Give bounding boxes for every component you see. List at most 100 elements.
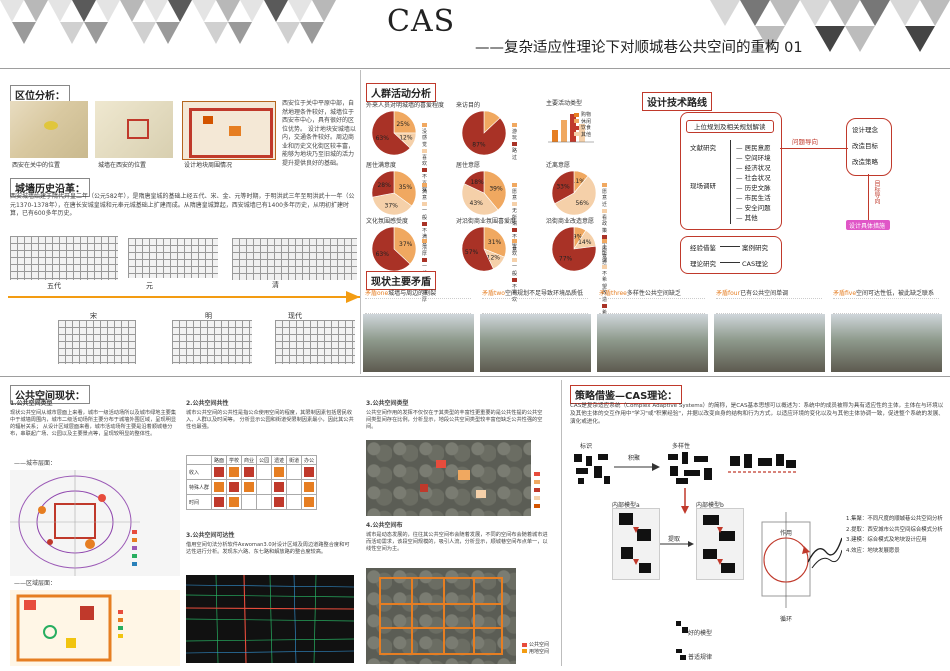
legend-public-space: 公共空间: [529, 642, 550, 648]
table-row-header: 收入: [185, 464, 213, 480]
pie-slice: [551, 170, 575, 205]
map-modern: [275, 320, 355, 364]
table-cell: [226, 494, 243, 510]
site-block: [229, 126, 241, 136]
table-cell-mark: [274, 467, 285, 477]
pie-data-label: 43%: [470, 200, 484, 207]
pie-legend: 喜欢一般不喜欢: [512, 238, 519, 303]
pie-slice: [393, 226, 417, 265]
timeline-arrow-icon: [346, 291, 360, 303]
table-cell: [211, 479, 228, 495]
pie-data-label: 63%: [376, 135, 390, 142]
tech-problem-line: [780, 148, 848, 149]
conflict-strip: 矛盾one城墙与周边的割裂矛盾two空间规划不足导致环境品质低矛盾three多样…: [361, 286, 949, 374]
pie-slice: [483, 226, 507, 258]
publicness-table: 路面学校商业公园遗迹街道办公 收入特殊人群时间: [185, 455, 318, 510]
table-cell: [271, 479, 288, 495]
conflict-heading: 矛盾two空间规划不足导致环境品质低: [482, 288, 583, 297]
pie-data-label: 35%: [399, 184, 413, 191]
pie-legend-entry: 浓厚: [422, 244, 428, 258]
table-cell: [286, 494, 303, 510]
table-cell: [256, 464, 273, 480]
conflict-photo: [363, 314, 474, 372]
conflict-text: 空间可达性低，被此缺乏联系: [856, 290, 935, 297]
citywall-highlight: [127, 119, 149, 139]
pie-legend-entry: 看政策: [602, 214, 608, 234]
map-yuan: [128, 238, 218, 278]
pie-legend-entry: 没感觉: [422, 128, 428, 148]
table-column-header: 路面: [211, 455, 228, 465]
pie-data-label: 31%: [488, 239, 502, 246]
tech-factor-item: — 空间环境: [736, 154, 771, 162]
cas-label-good-model: 好的模型: [688, 630, 713, 637]
bar-other: [579, 124, 585, 142]
tech-goal-label: 目标导向: [873, 180, 880, 204]
activity-section-title: 人群活动分析: [366, 83, 436, 102]
table-cell: [241, 464, 258, 480]
tech-factor-item: — 社会状况: [736, 174, 771, 182]
tech-survey: 现场调研: [690, 182, 716, 190]
space-block: [420, 484, 428, 492]
table-cell: [301, 479, 318, 495]
pie-data-label: 33%: [556, 184, 570, 191]
bar-leisure: [561, 120, 567, 142]
conflict-tag: 矛盾five: [833, 290, 857, 297]
cas-model-b: [696, 508, 744, 580]
cas-label-cycle: 循环: [780, 616, 793, 623]
conflict-description-lines: [833, 298, 939, 314]
dynasty-wudai: 五代: [47, 282, 61, 290]
pie-legend: 满意一般不满意: [422, 182, 429, 247]
citywall-location-map: [95, 101, 173, 158]
distribution-legend: 公共空间 用地空间: [522, 642, 549, 655]
cas-model-a: [612, 508, 660, 580]
cas-diversity-shapes: [668, 452, 712, 484]
map-qing: [232, 238, 357, 280]
pie-title: 文化氛围感受度: [366, 218, 409, 225]
bar-shopping: [552, 130, 558, 142]
pie-legend: 愿意迁看政策不愿意迁: [602, 182, 609, 267]
table-cell: [271, 464, 288, 480]
space-type-satellite: [366, 440, 531, 516]
pie-slice: [372, 192, 413, 216]
table-row-header: 时间: [185, 494, 213, 510]
dynasty-modern: 现代: [288, 312, 302, 320]
bar-dining: [570, 114, 576, 142]
conflict-description-lines: [365, 298, 471, 314]
strategy-note: 4.效应：地块发展愿景: [846, 547, 900, 554]
tech-factor-item: — 居民意愿: [736, 144, 771, 152]
dynasty-song: 宋: [90, 312, 97, 320]
space-block: [436, 460, 446, 468]
table-column-header: 街道: [286, 455, 303, 465]
dynasty-ming: 明: [205, 312, 212, 320]
conflict-text: 多样性公共空间缺乏: [626, 290, 681, 297]
cas-model-b-shapes: [703, 515, 735, 573]
cas-pattern-shapes: [728, 454, 798, 473]
cas-diversity-pattern: [664, 450, 716, 486]
conflict-tag: 矛盾three: [599, 290, 627, 297]
conflict-photo: [480, 314, 591, 372]
location-text: 西安位于关中平原中部，自然地理条件较好，城墙位于西安市中心，具有很好的区位优势。…: [282, 100, 356, 167]
tech-left-frame: [680, 112, 782, 230]
pie-legend-entry: 无所谓: [512, 208, 518, 227]
district-level-map: [10, 590, 180, 666]
tech-factor-item: — 其他: [736, 214, 758, 222]
tech-goal-line: [868, 174, 869, 220]
tech-factor-item: — 历史文脉: [736, 184, 771, 192]
bar-legend-other: 其他: [581, 131, 592, 138]
mid-divider: [0, 376, 950, 377]
pie-slice: [393, 110, 417, 134]
pie-slice: [371, 226, 411, 272]
legend-land-space: 用地空间: [529, 648, 550, 655]
axwoman-lines: [186, 575, 354, 663]
space-distribution-satellite: [366, 568, 516, 664]
pie-data-label: 18%: [470, 179, 484, 186]
ps-col5-text: 城市是动态发展的，往往其公共空间布会随着发展，不同的空间布会随着城市进而活动需求…: [366, 532, 548, 552]
cas-label-model-a: 内部模型a: [612, 502, 640, 509]
timeline-bar: [8, 296, 360, 298]
cas-label-accumulate: 积聚: [628, 455, 641, 462]
cas-pattern-row: [728, 450, 798, 486]
table-cell: [256, 494, 273, 510]
xian-highlight: [44, 121, 58, 130]
conflict-description-lines: [482, 298, 588, 314]
pie-legend-entry: 不喜欢: [512, 283, 518, 303]
